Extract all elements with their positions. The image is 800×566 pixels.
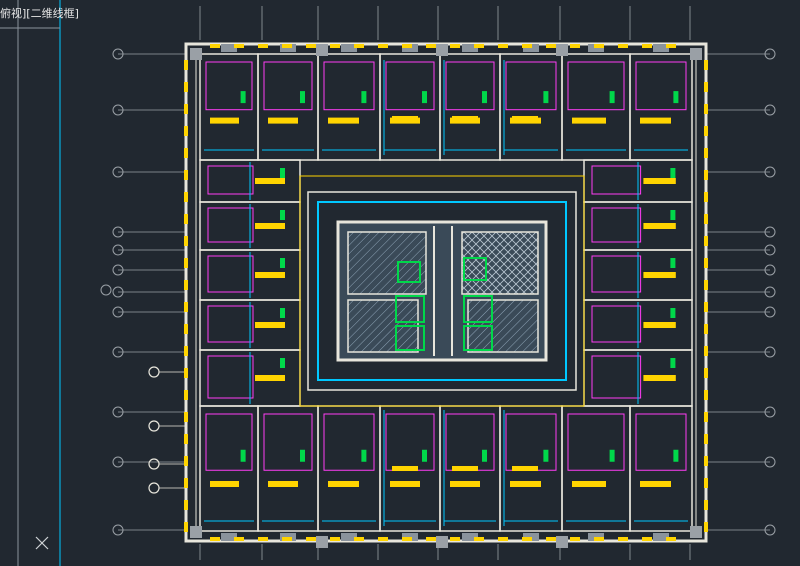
corridor-ring — [299, 175, 585, 407]
ucs-x-icon — [35, 536, 49, 550]
grid-axes — [100, 6, 776, 560]
building-core — [336, 220, 548, 362]
viewport-label[interactable]: 俯视][二维线框] — [0, 7, 79, 20]
viewport-frame-lines — [0, 0, 61, 566]
